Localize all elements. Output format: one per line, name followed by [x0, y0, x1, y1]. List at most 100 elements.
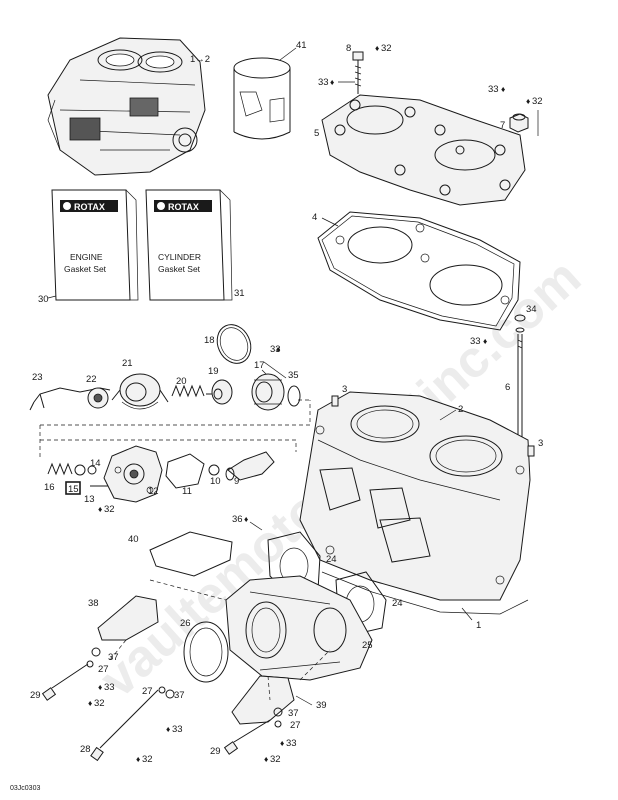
stud: [514, 314, 526, 448]
callout-1-2: 1→2: [190, 54, 210, 65]
callout-37c: 37: [288, 708, 299, 719]
callout-32b: 32: [532, 96, 543, 107]
spring-16: [47, 462, 73, 476]
head-nut: [509, 113, 529, 133]
washer-37b: [165, 689, 175, 699]
callout-16: 16: [44, 482, 55, 493]
engine-kit-brand: ROTAX: [74, 202, 105, 212]
callout-23: 23: [32, 372, 43, 383]
callout-37b: 37: [174, 690, 185, 701]
callout-27b: 27: [142, 686, 153, 697]
bracket-38: [97, 595, 159, 641]
drop-icon: ♦: [244, 514, 249, 524]
callout-33f: 33: [172, 724, 183, 735]
drop-icon: ♦: [526, 96, 531, 106]
callout-19: 19: [208, 366, 219, 377]
washer-27c: [274, 720, 282, 728]
callout-24a: 24: [326, 554, 337, 565]
callout-34: 34: [526, 304, 537, 315]
callout-3a: 3: [342, 384, 347, 395]
bolt-29-right: [223, 719, 271, 755]
callout-36: 36: [232, 514, 243, 525]
exhaust-manifold-25: [225, 575, 373, 681]
callout-30: 30: [38, 294, 49, 305]
callout-32a: 32: [381, 43, 392, 54]
drop-icon: ♦: [98, 504, 103, 514]
bracket-39: [231, 675, 295, 725]
callout-32f: 32: [270, 754, 281, 765]
callout-1: 1: [476, 620, 481, 631]
head-bolt: [352, 51, 364, 94]
cylinder-gasket-kit: ROTAX CYLINDER Gasket Set: [145, 189, 233, 301]
callout-33d: 33: [270, 344, 281, 355]
cylinder-kit-brand: ROTAX: [168, 202, 199, 212]
pump-frame: [40, 439, 297, 452]
callout-11: 11: [182, 486, 192, 497]
drop-icon: ♦: [88, 698, 93, 708]
drop-icon: ♦: [98, 682, 103, 692]
spring-20: [171, 384, 205, 398]
callout-35: 35: [288, 370, 299, 381]
o-ring-18: [216, 324, 252, 364]
callout-39: 39: [316, 700, 327, 711]
callout-33b: 33: [488, 84, 499, 95]
engine-kit-line1: ENGINE: [70, 252, 103, 262]
callout-15-box: [65, 481, 81, 495]
dowel-pin: [331, 395, 339, 407]
callout-25: 25: [362, 640, 373, 651]
callout-17: 17: [254, 360, 265, 371]
callout-6: 6: [505, 382, 510, 393]
drop-icon: ♦: [280, 738, 285, 748]
washer-10: [208, 464, 220, 476]
drop-icon: ♦: [136, 754, 141, 764]
drop-icon: ♦: [330, 77, 335, 87]
cover-22: [87, 387, 109, 409]
callout-29a: 29: [30, 690, 41, 701]
callout-14: 14: [90, 458, 101, 469]
callout-33c: 33: [470, 336, 481, 347]
callout-40: 40: [128, 534, 139, 545]
callout-4: 4: [312, 212, 317, 223]
callout-27c: 27: [290, 720, 301, 731]
callout-33g: 33: [286, 738, 297, 749]
cylinder-liner: [233, 57, 291, 140]
callout-32c: 32: [104, 504, 115, 515]
callout-31: 31: [234, 288, 245, 299]
callout-24b: 24: [392, 598, 403, 609]
piston-valve-19: [206, 379, 233, 405]
callout-32e: 32: [142, 754, 153, 765]
drop-icon: ♦: [166, 724, 171, 734]
drop-icon: ♦: [264, 754, 269, 764]
long-bolt-28: [90, 689, 159, 762]
cylinder-kit-line2: Gasket Set: [158, 264, 201, 274]
washer-27: [86, 660, 94, 668]
gasket-40: [149, 531, 233, 577]
base-gasket: [321, 571, 529, 615]
callout-10: 10: [210, 476, 221, 487]
figure-id: 03Jc0303: [10, 785, 40, 792]
pump-housing-12: [103, 445, 163, 503]
valve-housing: [111, 373, 169, 410]
cylinder-block: [299, 391, 531, 601]
callout-20: 20: [176, 376, 187, 387]
callout-3b: 3: [538, 438, 543, 449]
bolt-29-left: [41, 663, 89, 701]
head-gasket: [317, 211, 521, 331]
callout-29b: 29: [210, 746, 221, 757]
callout-27a: 27: [98, 664, 109, 675]
callout-9: 9: [234, 476, 239, 487]
callout-32d: 32: [94, 698, 105, 709]
drop-icon: ♦: [375, 43, 380, 53]
valve-cover-17: [251, 373, 285, 411]
callout-8: 8: [346, 43, 351, 54]
callout-2: 2: [458, 404, 463, 415]
drop-icon: ♦: [483, 336, 488, 346]
washer-37: [91, 647, 101, 657]
engine-gasket-kit: ROTAX ENGINE Gasket Set: [51, 189, 139, 301]
fitting-9: [225, 451, 275, 481]
cylinder-head: [321, 94, 526, 206]
callout-38: 38: [88, 598, 99, 609]
callout-22: 22: [86, 374, 97, 385]
seal-35: [287, 385, 301, 407]
